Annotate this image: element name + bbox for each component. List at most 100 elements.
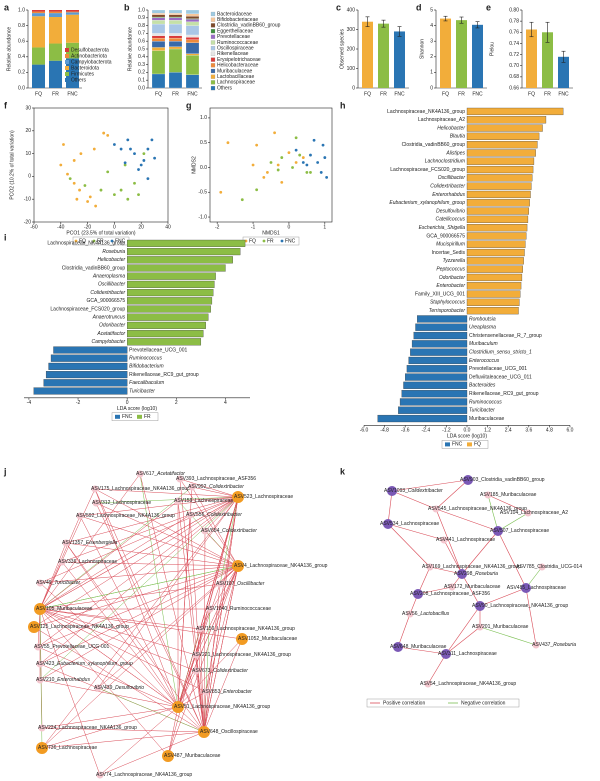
network-j-edge <box>94 488 239 498</box>
chart-g-point-FQ <box>219 190 223 194</box>
chart-g-point-FR <box>309 171 312 174</box>
chart-h-bar-label: Mucispirillum <box>436 242 465 248</box>
chart-b-legend-label: Rikenellaceae <box>217 51 249 57</box>
chart-g-frame <box>209 107 333 223</box>
network-j-node <box>202 688 210 696</box>
chart-a-legend-swatch <box>65 66 69 70</box>
chart-g-point-FNC <box>309 153 312 157</box>
chart-i-bar-label: Anaerotruncus <box>92 315 126 321</box>
chart-a-legend-swatch <box>65 54 69 58</box>
network-j-node <box>76 512 84 520</box>
network-j-edge <box>41 496 239 749</box>
network-j-node-label: ASV654_Colidextribacter <box>201 528 257 534</box>
chart-d-bar <box>472 24 483 88</box>
chart-g-y-tick-label: -1.0 <box>198 214 207 220</box>
network-k-node-label: ASV104_Lachnospiraceae_A2 <box>500 510 568 516</box>
chart-h-bar-label: Helicobacter <box>437 125 465 131</box>
chart-h-x-tick-label: 0.0 <box>464 428 471 434</box>
chart-d-y-tick-label: 3 <box>430 39 433 45</box>
chart-f-x-tick-label: 40 <box>165 224 171 230</box>
network-k-node <box>432 505 440 513</box>
network-j-edge <box>79 515 179 708</box>
network-j-node <box>62 539 70 547</box>
network-j-node-label: ASV1357_Eisenbergiella <box>62 540 118 546</box>
chart-g-xlabel: NMDS1 <box>262 230 280 236</box>
network-k-node <box>457 569 467 579</box>
network-k-node-label: ASV785_Clostridia_UCG-014 <box>516 564 582 570</box>
network-k-edge <box>487 494 499 532</box>
chart-g-legend-label: FR <box>267 238 274 244</box>
network-j-edge <box>39 561 63 610</box>
network-j-edge <box>179 478 239 567</box>
chart-i-legend-label: FNC <box>122 414 133 420</box>
chart-h-bar-label: Incertae_Sedis <box>432 250 466 256</box>
network-k-edge <box>461 530 499 575</box>
chart-b-ylabel: Relative abundance <box>127 27 133 71</box>
chart-e-y-tick-label: 0.68 <box>509 74 519 80</box>
network-j-edge <box>97 687 205 733</box>
network-j-node-label: ASV210_Enterorhabdus <box>36 677 90 683</box>
network-j-node-label: ASV49_Turicibacter <box>36 580 80 586</box>
chart-a-legend-label: Campylobacterota <box>71 59 112 65</box>
chart-h-bar-label: Colidextribacter <box>430 183 465 189</box>
chart-a-bar-segment <box>32 47 45 65</box>
network-j-edge <box>94 488 179 708</box>
network-j-edge <box>39 608 101 776</box>
network-k-edge <box>435 479 469 510</box>
chart-h-bar-label: Bacteroides <box>469 383 496 389</box>
chart-b-x-label: FQ <box>155 91 162 97</box>
chart-a-y-tick-label: 0.2 <box>18 70 25 76</box>
chart-f-point-FNC <box>119 147 123 151</box>
chart-a-legend-label: Firmicutes <box>71 71 95 77</box>
chart-f-legend-label: FNC <box>115 238 126 244</box>
chart-i-bar-label: Oscillibacter <box>98 282 126 288</box>
chart-f-xlabel: PCO1 (23.5% of total variation) <box>66 230 136 236</box>
chart-a-bar-segment <box>49 11 62 14</box>
network-j-edge <box>204 496 239 532</box>
chart-b-legend-swatch <box>210 11 216 17</box>
network-k-edge <box>391 479 469 492</box>
chart-b-x-label: FNC <box>187 91 198 97</box>
chart-h-bar <box>466 116 547 124</box>
chart-a-legend-swatch <box>65 78 69 82</box>
panel-letter-a: a <box>4 2 10 12</box>
chart-f-frame <box>33 107 169 223</box>
chart-a-legend-label: Desulfobacterota <box>71 47 109 53</box>
chart-h-bar <box>466 165 534 174</box>
network-j-node <box>206 605 214 613</box>
network-j-node <box>196 625 204 633</box>
chart-i-bar-label: Faecalibaculum <box>129 380 164 386</box>
network-j-node-label: ASV105_Muribaculaceae <box>36 606 93 612</box>
network-j-edge <box>203 638 243 733</box>
network-j-edge <box>39 608 197 656</box>
chart-h-x-tick-label: -2.4 <box>421 428 430 434</box>
chart-i-bar <box>127 321 206 329</box>
chart-h-bar <box>466 232 527 240</box>
chart-b-legend-swatch <box>210 74 216 79</box>
network-j-node <box>28 621 40 633</box>
chart-e-y-tick-label: 0.66 <box>509 85 519 91</box>
chart-b-y-tick-label: 0.6 <box>138 39 145 45</box>
chart-f-x-tick-label: 0 <box>113 224 116 230</box>
panel-letter-e: e <box>486 2 491 12</box>
network-j-edge <box>65 542 179 708</box>
chart-g-point-FR <box>291 166 294 169</box>
chart-b-bar-segment <box>151 47 166 51</box>
network-j-edge <box>179 478 239 498</box>
chart-f-point-FNC <box>150 138 154 142</box>
chart-g-point-FQ <box>251 163 255 167</box>
chart-f-point-FQ <box>66 172 69 176</box>
chart-f-point-FQ <box>72 159 76 162</box>
network-j-edge <box>177 514 191 708</box>
chart-b-bar-segment <box>185 13 200 17</box>
chart-h-bar-label: Enterorhabdus <box>432 192 465 198</box>
network-j-edge <box>79 515 239 567</box>
network-k-edge <box>435 508 499 532</box>
chart-h-bar-label: Oscillibacter <box>438 175 466 181</box>
chart-h-bar <box>466 207 529 215</box>
chart-b-legend-swatch <box>210 46 216 51</box>
chart-h-bar-label: Ureaplasma <box>469 325 496 331</box>
chart-i-bar-label: Turicibacter <box>129 388 155 394</box>
network-k-edge <box>397 613 411 648</box>
